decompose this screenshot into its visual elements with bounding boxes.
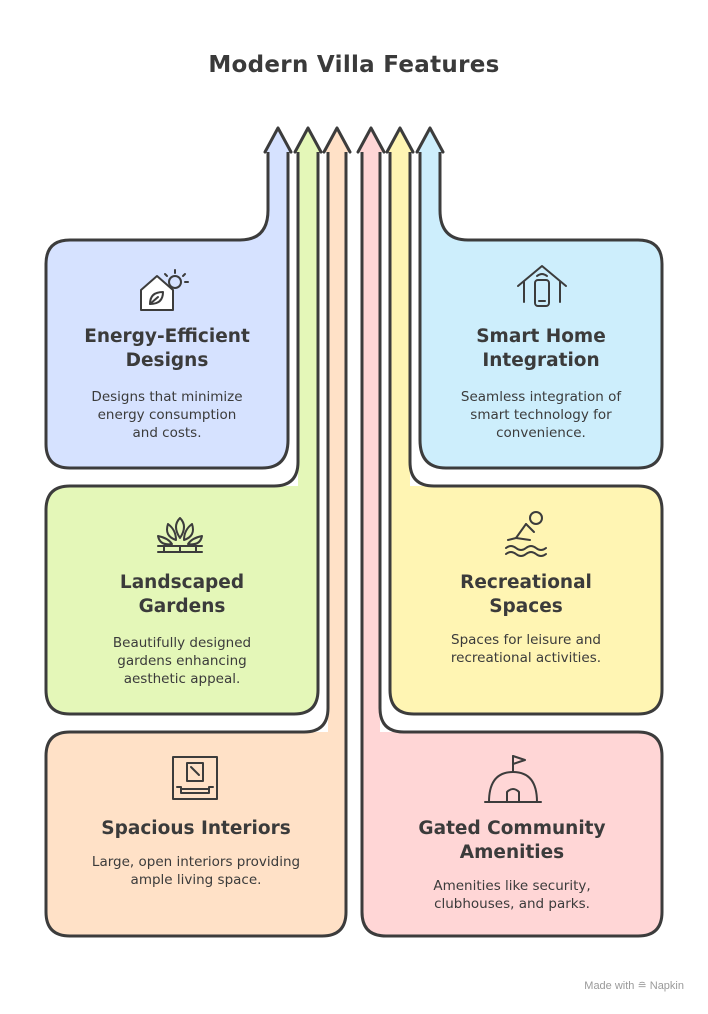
arrowheads bbox=[263, 126, 445, 154]
arrowhead-energy bbox=[263, 126, 293, 154]
arrowhead-amenities bbox=[356, 126, 386, 154]
recreation-card-outline bbox=[388, 148, 664, 716]
swimmer-icon bbox=[505, 511, 547, 557]
diagram-title: Modern Villa Features bbox=[208, 52, 500, 78]
card-fill-interiors bbox=[46, 150, 346, 936]
made-with-napkin-credit: Made with ≘ Napkin bbox=[584, 980, 684, 992]
arrowhead-smart bbox=[415, 126, 445, 154]
energy-efficient-heading: Energy-Efficient Designs bbox=[84, 326, 250, 371]
smart-home-heading: Smart Home Integration bbox=[476, 326, 606, 371]
smart-card-outline bbox=[418, 148, 664, 470]
gardens-card-outline bbox=[44, 148, 320, 716]
spacious-interiors-heading: Spacious Interiors bbox=[101, 818, 291, 839]
card-fill-amenities bbox=[362, 150, 662, 936]
landscaped-gardens-heading: Landscaped Gardens bbox=[119, 572, 245, 617]
interiors-card-outline bbox=[44, 148, 348, 938]
card-fill-smart bbox=[420, 150, 662, 468]
energy-efficient-description: Designs that minimize energy consumption… bbox=[91, 389, 243, 441]
gated-community-description: Amenities like security, clubhouses, and… bbox=[433, 878, 591, 912]
spacious-interiors-description: Large, open interiors providing ample li… bbox=[91, 854, 301, 888]
lotus-garden-icon bbox=[157, 517, 203, 553]
card-fill-recreation bbox=[390, 150, 662, 714]
arrowhead-recreation bbox=[385, 126, 415, 154]
smart-home-description: Seamless integration of smart technology… bbox=[460, 389, 622, 441]
recreational-spaces-heading: Recreational Spaces bbox=[460, 572, 592, 617]
arrowhead-interiors bbox=[322, 126, 352, 154]
smart-home-phone-icon bbox=[517, 265, 567, 307]
gated-community-heading: Gated Community Amenities bbox=[418, 818, 606, 863]
arrowhead-gardens bbox=[293, 126, 323, 154]
card-fills bbox=[46, 150, 662, 936]
recreational-spaces-description: Spaces for leisure and recreational acti… bbox=[450, 632, 602, 666]
energy-card-outline bbox=[44, 148, 290, 470]
card-outlines bbox=[44, 148, 664, 938]
card-fill-gardens bbox=[46, 150, 318, 714]
flag-dome-icon bbox=[484, 755, 542, 803]
landscaped-gardens-description: Beautifully designed gardens enhancing a… bbox=[112, 635, 252, 687]
eco-house-sun-icon bbox=[140, 269, 189, 311]
amenities-card-outline bbox=[360, 148, 664, 938]
open-interior-icon bbox=[172, 756, 218, 800]
